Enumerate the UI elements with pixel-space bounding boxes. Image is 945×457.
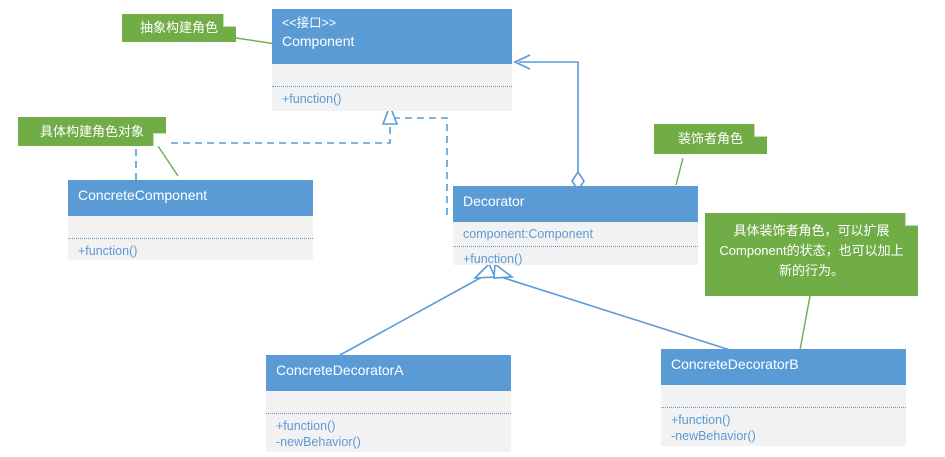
class-attribute: component:Component [463,227,593,241]
class-operations-concrete-decorator-b: +function() -newBehavior() [661,407,906,450]
class-header-component: <<接口>> Component [272,9,512,64]
class-operation: -newBehavior() [276,435,361,449]
class-box-decorator[interactable]: Decorator component:Component +function(… [453,186,698,266]
note-line-3: 新的行为。 [778,263,844,278]
note-decorator-role: 装饰者角色 [654,124,767,154]
class-name: ConcreteComponent [78,187,208,203]
class-operation: +function() [463,252,523,266]
class-name: Component [282,33,355,49]
note-fold-corner [153,133,166,146]
class-attributes-component [272,64,512,86]
class-header-concrete-decorator-b: ConcreteDecoratorB [661,349,906,385]
class-stereotype: <<接口>> [282,16,337,30]
class-operation: +function() [282,92,342,106]
class-name: ConcreteDecoratorA [276,362,404,378]
class-operations-concrete-decorator-a: +function() -newBehavior() [266,413,511,456]
note-abstract-role-text: 抽象构建角色 [139,20,218,35]
class-attributes-concrete-decorator-b [661,385,906,407]
leader-abstract-role [235,37,277,45]
class-operations-concrete-component: +function() [68,238,313,265]
generalization-line-decorator-a [339,276,483,356]
leader-concrete-role [157,145,179,177]
note-fold-corner [223,14,236,27]
class-operation: +function() [671,413,731,427]
class-name: Decorator [463,193,525,209]
class-operation: -newBehavior() [671,429,756,443]
class-header-concrete-decorator-a: ConcreteDecoratorA [266,355,511,391]
realization-line-decorator [389,117,448,215]
note-line-2: Component的状态，也可以加上 [719,243,904,258]
class-attributes-concrete-decorator-a [266,391,511,413]
note-fold-corner [754,124,767,137]
aggregation-line-decorator-component [519,61,579,172]
class-attributes-concrete-component [68,216,313,238]
class-name: ConcreteDecoratorB [671,356,799,372]
note-decorator-role-text: 装饰者角色 [677,131,743,146]
note-concrete-decorator-role: 具体装饰者角色，可以扩展 Component的状态，也可以加上 新的行为。 [705,213,918,296]
class-header-decorator: Decorator [453,186,698,222]
note-concrete-role-text: 具体构建角色对象 [39,123,144,139]
class-operations-decorator: +function() [453,246,698,273]
class-operation: +function() [78,244,138,258]
class-box-concrete-decorator-a[interactable]: ConcreteDecoratorA +function() -newBehav… [266,355,511,452]
class-attributes-decorator: component:Component [453,222,698,246]
leader-decorator-role [675,157,684,186]
class-header-concrete-component: ConcreteComponent [68,180,313,216]
realization-line-concrete-component [135,124,391,180]
leader-concrete-decorator-role [799,295,811,351]
note-concrete-role: 具体构建角色对象 [18,117,166,146]
class-operations-component: +function() [272,86,512,113]
note-fold-corner [905,213,918,226]
note-line-1: 具体装饰者角色，可以扩展 [733,223,890,238]
aggregation-arrowhead [513,54,531,70]
class-operation: +function() [276,419,336,433]
class-box-concrete-decorator-b[interactable]: ConcreteDecoratorB +function() -newBehav… [661,349,906,446]
note-abstract-role: 抽象构建角色 [122,14,236,42]
class-box-component[interactable]: <<接口>> Component +function() [272,9,512,111]
generalization-line-decorator-b [500,276,731,351]
class-box-concrete-component[interactable]: ConcreteComponent +function() [68,180,313,260]
